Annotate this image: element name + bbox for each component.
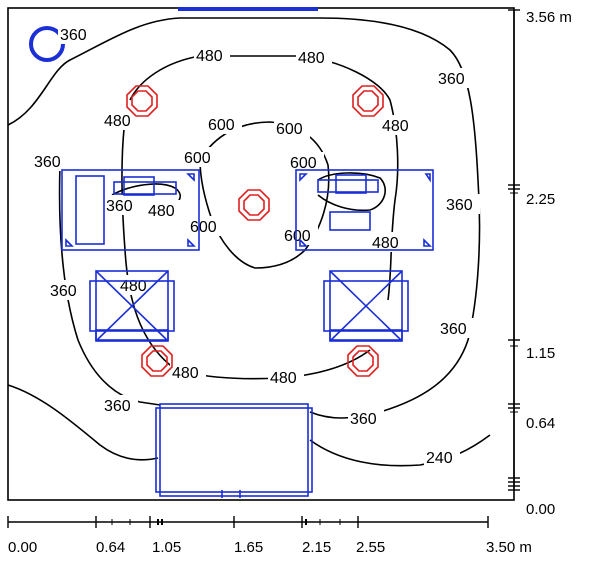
x-tick-label: 2.15 [302,539,331,556]
svg-text:360: 360 [60,27,87,44]
x-tick-label: 1.65 [234,539,263,556]
isoline-360-left [58,164,161,406]
isoline-label: 240 [424,447,460,467]
isoline-360-bottom-left [7,384,159,461]
svg-text:600: 600 [190,219,217,236]
svg-text:480: 480 [172,365,199,382]
svg-text:600: 600 [184,150,211,167]
isoline-label: 360 [348,408,384,428]
isoline-label: 600 [182,147,218,167]
isoline-label: 480 [118,275,154,295]
svg-text:600: 600 [284,228,311,245]
isoline-labels: 360 480 480 480 480 360 600 600 600 600 … [32,24,480,467]
x-axis: 0.00 0.64 1.05 1.65 2.15 2.55 3.50 m [7,516,532,556]
svg-text:480: 480 [196,48,223,65]
octagon-lamp-icon [352,85,384,117]
table-bottom [155,403,313,498]
svg-text:360: 360 [440,321,467,338]
isoline-480-small-right [317,172,386,212]
furniture [61,169,434,498]
y-tick-label: 1.15 [526,345,555,362]
svg-text:480: 480 [298,50,325,67]
chair-left [89,270,175,342]
svg-text:480: 480 [372,235,399,252]
svg-text:600: 600 [208,117,235,134]
isoline-label: 360 [32,151,68,171]
y-tick-label: 0.64 [526,415,555,432]
svg-text:600: 600 [290,155,317,172]
isoline-360-outer [7,17,481,419]
isoline-label: 600 [274,118,310,138]
table-right [295,169,434,251]
y-tick-label: 0.00 [526,501,555,518]
isoline-label: 360 [436,68,472,88]
x-tick-label: 2.55 [356,539,385,556]
isoline-label: 360 [102,395,138,415]
table-left [61,169,200,251]
isoline-label: 480 [268,367,304,387]
svg-text:360: 360 [438,71,465,88]
isoline-label: 360 [48,280,84,300]
isoline-label: 480 [370,232,406,252]
octagon-lamp-icon [126,85,158,117]
isoline-480-main [129,55,399,301]
isoline-label: 480 [194,45,230,65]
chair-right [323,270,409,342]
octagon-lamp-icon [141,345,173,377]
isoline-label: 600 [188,216,224,236]
isoline-label: 360 [58,24,92,44]
svg-text:480: 480 [382,118,409,135]
isoline-label: 600 [282,225,318,245]
isolines [7,17,491,467]
svg-text:360: 360 [446,197,473,214]
y-axis: 3.56 m 2.25 1.15 0.64 0.00 [508,9,572,518]
svg-text:360: 360 [104,398,131,415]
isoline-label: 600 [206,114,242,134]
svg-text:480: 480 [104,113,131,130]
svg-text:480: 480 [120,278,147,295]
luminaires [126,85,384,377]
isoline-label: 480 [380,115,416,135]
svg-text:480: 480 [270,370,297,387]
svg-text:600: 600 [276,121,303,138]
y-tick-label: 3.56 m [526,9,572,26]
svg-text:360: 360 [350,411,377,428]
x-tick-label: 3.50 m [486,539,532,556]
isoline-label: 480 [146,200,182,220]
isoline-label: 600 [288,152,324,172]
isoline-label: 480 [170,362,206,382]
isoline-label: 480 [102,110,138,130]
svg-text:360: 360 [50,283,77,300]
x-tick-label: 0.64 [96,539,125,556]
isoline-label: 360 [104,195,140,215]
octagon-lamp-icon [238,189,270,221]
isoline-240 [309,434,491,467]
svg-text:480: 480 [148,203,175,220]
x-tick-label: 0.00 [8,539,37,556]
y-tick-label: 2.25 [526,191,555,208]
svg-text:360: 360 [34,154,61,171]
svg-text:240: 240 [426,450,453,467]
octagon-lamp-icon [347,345,379,377]
svg-text:360: 360 [106,198,133,215]
isoline-label: 360 [444,194,480,214]
isoline-label: 360 [438,318,474,338]
isoline-label: 480 [296,47,332,67]
x-tick-label: 1.05 [152,539,181,556]
